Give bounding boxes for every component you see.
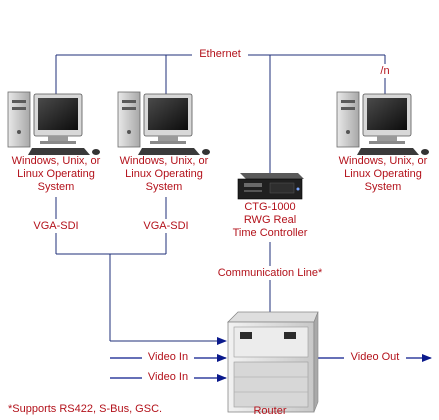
- vga-sdi-label: VGA-SDI: [138, 220, 194, 233]
- controller-rack-icon: [237, 173, 304, 200]
- video-out-label: Video Out: [344, 351, 406, 364]
- footnote: *Supports RS422, S-Bus, GSC.: [8, 403, 163, 415]
- vga-sdi-lines: [55, 197, 167, 341]
- workstation-os-label: Windows, Unix, or Linux Operating System: [338, 155, 428, 193]
- video-in-label: Video In: [142, 351, 194, 364]
- workstation-computer-icon: [117, 91, 210, 155]
- workstation-os-label: Windows, Unix, or Linux Operating System: [11, 155, 101, 193]
- ethernet-count-label: /n: [372, 65, 398, 78]
- video-in-label: Video In: [142, 371, 194, 384]
- workstation-os-label: Windows, Unix, or Linux Operating System: [119, 155, 209, 193]
- router-icon: [227, 311, 319, 413]
- controller-label: CTG-1000 RWG Real Time Controller: [232, 201, 308, 239]
- communication-line-label: Communication Line*: [205, 267, 335, 280]
- workstation-computer-icon: [7, 91, 100, 155]
- workstation-computer-icon: [336, 91, 429, 155]
- ethernet-label: Ethernet: [192, 48, 248, 61]
- vga-sdi-label: VGA-SDI: [28, 220, 84, 233]
- router-label: Router: [253, 405, 287, 417]
